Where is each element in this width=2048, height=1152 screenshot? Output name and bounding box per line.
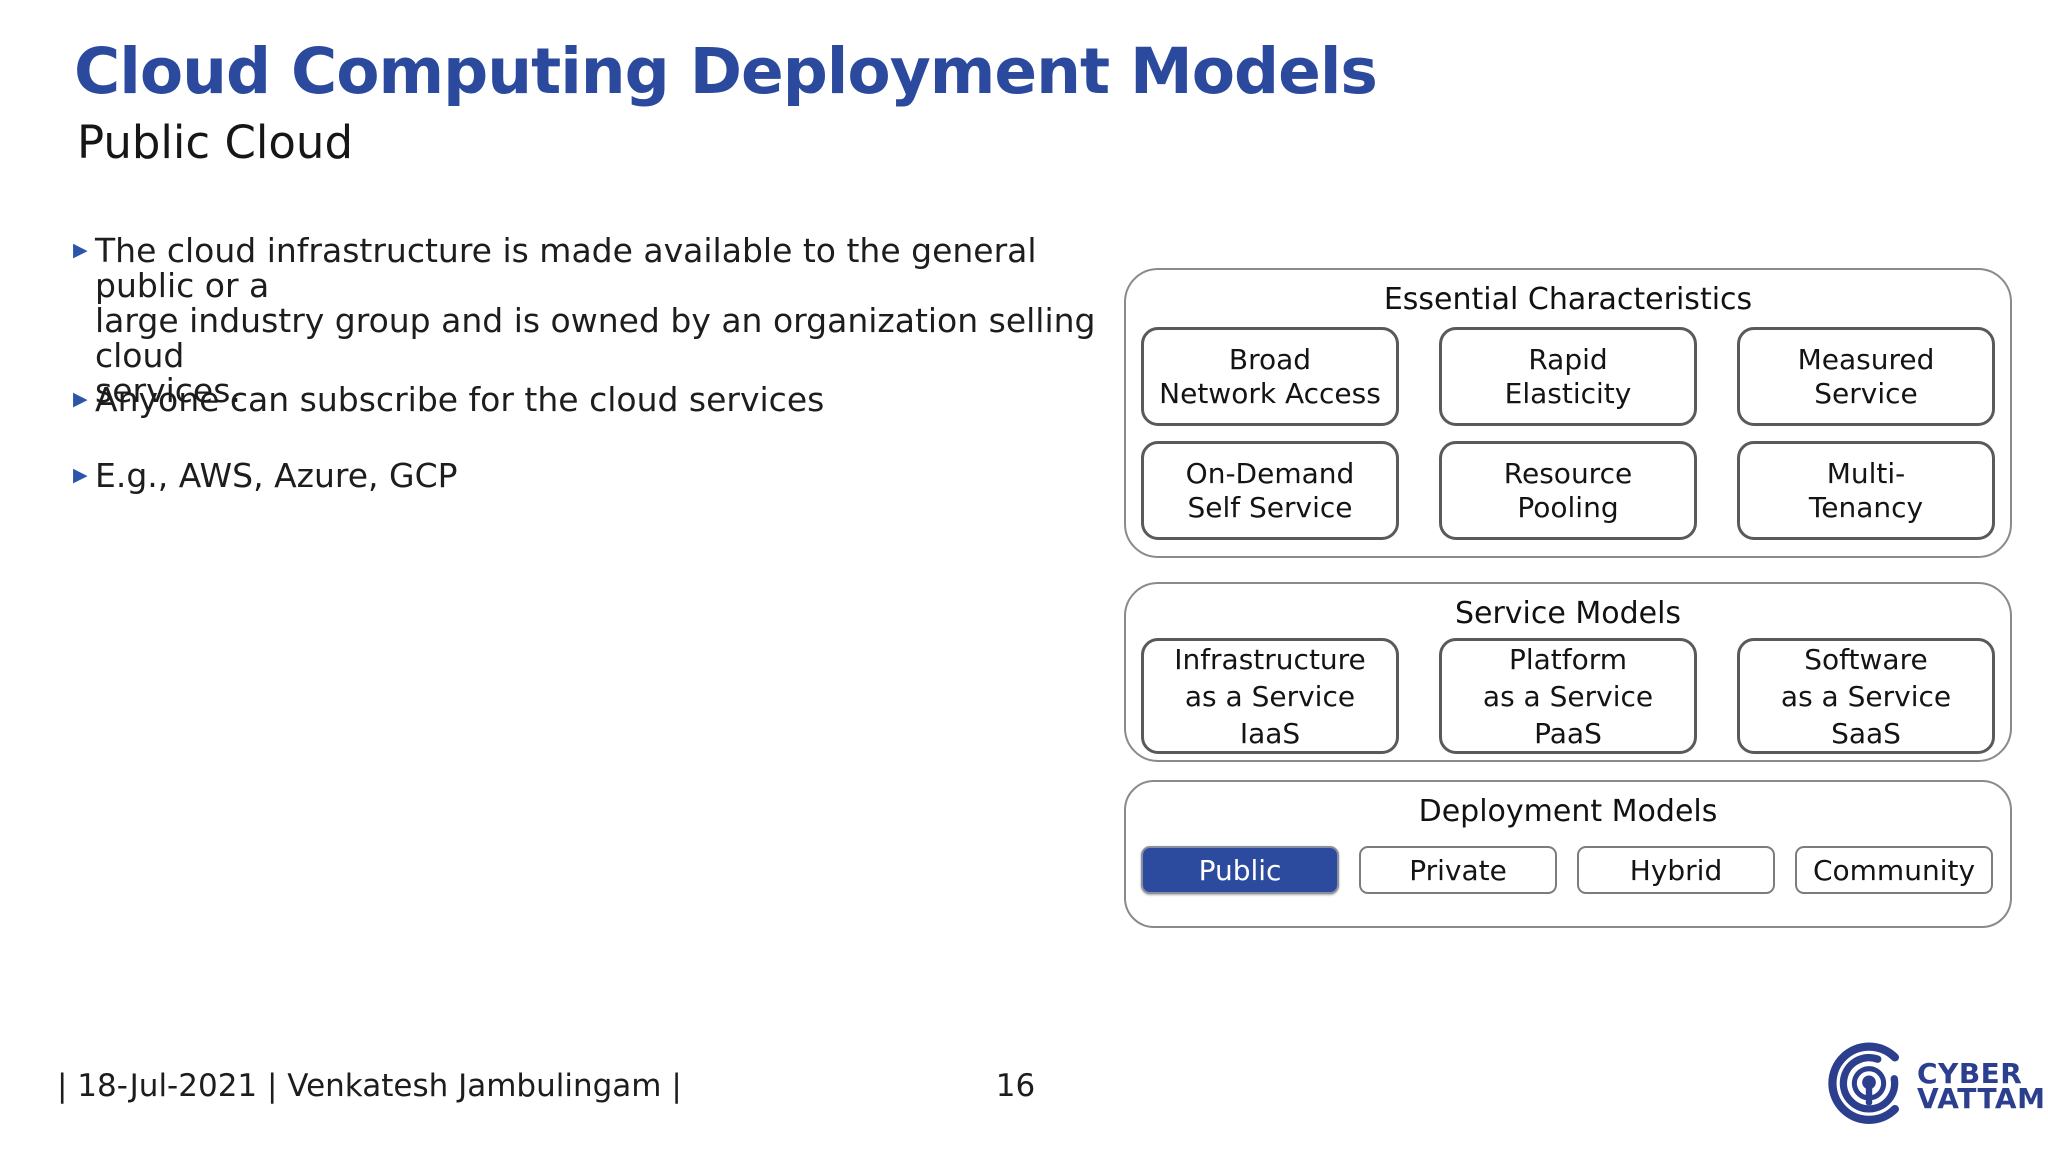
service-model-box-paas: Platform as a Service PaaS [1439, 638, 1697, 754]
service-models-title: Service Models [1454, 596, 1682, 631]
page-title: Cloud Computing Deployment Models [74, 35, 1378, 108]
bullet-text: The cloud infrastructure is made availab… [95, 231, 1096, 410]
logo-line2: VATTAM [1917, 1082, 2046, 1115]
bullet-triangle-icon: ▶ [73, 239, 88, 261]
essential-characteristics-title: Essential Characteristics [1383, 282, 1753, 317]
essential-characteristics-grid: Broad Network Access Rapid Elasticity Me… [1126, 327, 2010, 540]
bullet-triangle-icon: ▶ [73, 464, 88, 486]
deployment-button-private[interactable]: Private [1359, 846, 1557, 894]
page-subtitle: Public Cloud [77, 116, 354, 169]
characteristic-box-multi-tenancy: Multi- Tenancy [1737, 441, 1995, 540]
logo-line1: CYBER [1917, 1057, 2023, 1090]
service-model-box-saas: Software as a Service SaaS [1737, 638, 1995, 754]
deployment-models-title: Deployment Models [1418, 794, 1718, 829]
deployment-models-row: Public Private Hybrid Community [1126, 846, 2010, 894]
bullet-item: ▶ The cloud infrastructure is made avail… [73, 233, 1125, 408]
characteristic-box-measured-service: Measured Service [1737, 327, 1995, 426]
characteristic-box-on-demand-self-service: On-Demand Self Service [1141, 441, 1399, 540]
logo-wordmark: CYBER VATTAM [1917, 1057, 2046, 1115]
keyhole-rings-icon [1828, 1042, 1900, 1124]
essential-characteristics-panel: Essential Characteristics Broad Network … [1124, 268, 2012, 558]
footer-date-author: | 18-Jul-2021 | Venkatesh Jambulingam | [57, 1068, 682, 1104]
deployment-button-community[interactable]: Community [1795, 846, 1993, 894]
characteristic-box-rapid-elasticity: Rapid Elasticity [1439, 327, 1697, 426]
deployment-button-public[interactable]: Public [1141, 846, 1339, 894]
bullet-text: E.g., AWS, Azure, GCP [95, 456, 458, 495]
page-number: 16 [995, 1068, 1036, 1104]
service-models-grid: Infrastructure as a Service IaaS Platfor… [1126, 638, 2010, 754]
service-models-panel: Service Models Infrastructure as a Servi… [1124, 582, 2012, 762]
bullet-item: ▶ E.g., AWS, Azure, GCP [73, 458, 458, 493]
bullet-text: Anyone can subscribe for the cloud servi… [95, 380, 825, 419]
bullet-triangle-icon: ▶ [73, 388, 88, 410]
cybervattam-logo: CYBER VATTAM [1826, 1040, 2045, 1132]
characteristic-box-resource-pooling: Resource Pooling [1439, 441, 1697, 540]
bullet-item: ▶ Anyone can subscribe for the cloud ser… [73, 382, 824, 417]
service-model-box-iaas: Infrastructure as a Service IaaS [1141, 638, 1399, 754]
deployment-models-panel: Deployment Models Public Private Hybrid … [1124, 780, 2012, 928]
deployment-button-hybrid[interactable]: Hybrid [1577, 846, 1775, 894]
characteristic-box-broad-network-access: Broad Network Access [1141, 327, 1399, 426]
